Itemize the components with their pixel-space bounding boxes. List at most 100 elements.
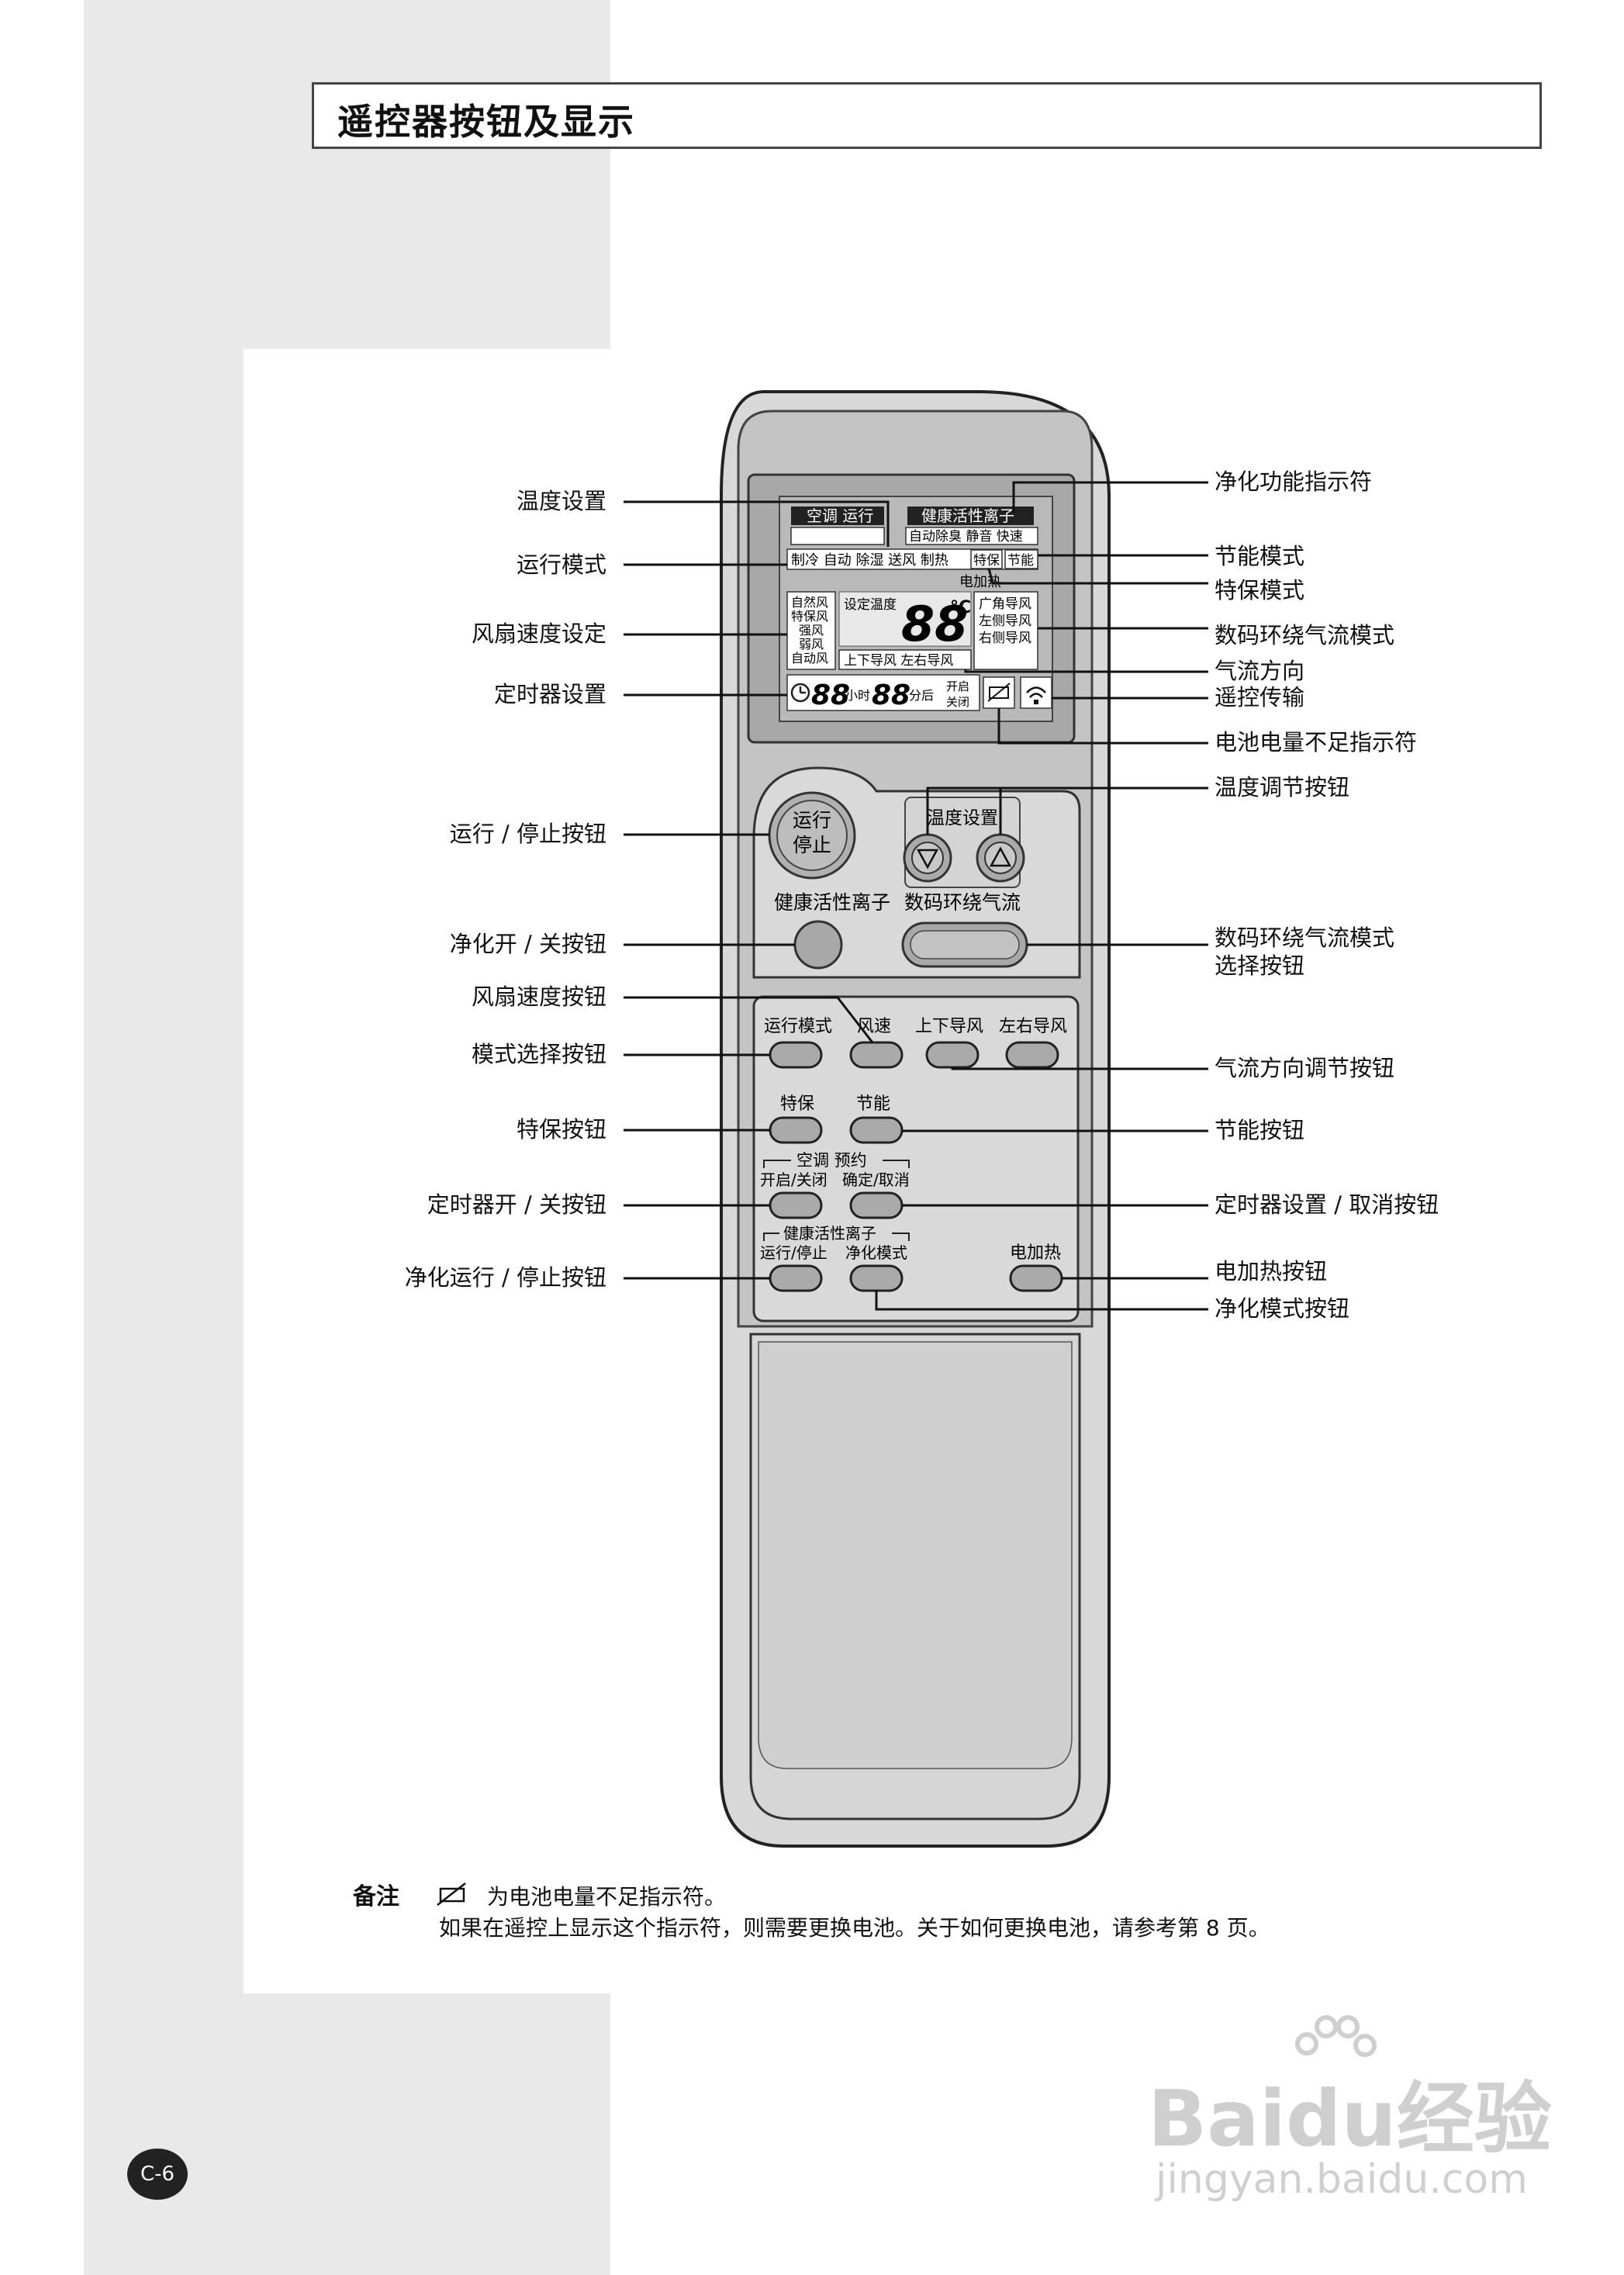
- updown-button[interactable]: [925, 1041, 980, 1069]
- fan-label: 风速: [857, 1017, 891, 1036]
- leader-lines: [624, 481, 1208, 1311]
- label-timer-set-cancel: 定时器设置 / 取消按钮: [1215, 1191, 1439, 1218]
- note-heading: 备注: [353, 1883, 399, 1910]
- lcd-fan-0: 自然风: [791, 595, 828, 610]
- run-stop-label: 运行/停止: [760, 1243, 828, 1262]
- triangle-down-icon: [916, 849, 939, 870]
- lcd-fan-2: 强风: [799, 623, 824, 638]
- page-gray-top: [244, 0, 610, 349]
- label-purify-indicator: 净化功能指示符: [1215, 468, 1373, 495]
- temp-set-label: 温度设置: [927, 808, 998, 828]
- health-ion-label: 健康活性离子: [774, 891, 890, 914]
- lcd-temp-digits: 88: [901, 596, 968, 652]
- lcd-eco: 节能: [1007, 553, 1034, 569]
- lcd-fan-3: 弱风: [799, 637, 824, 652]
- title-box: 遥控器按钮及显示: [312, 82, 1542, 149]
- lcd-fan-1: 特保风: [791, 609, 828, 624]
- lcd-hour: 小时: [845, 688, 870, 703]
- mode-button[interactable]: [769, 1041, 823, 1069]
- triangle-up-icon: [989, 846, 1012, 867]
- battery-low-icon: [437, 1883, 466, 1906]
- label-surround-select-1: 数码环绕气流模式: [1215, 925, 1395, 951]
- lcd-fan-4: 自动风: [791, 651, 828, 666]
- special-label: 特保: [780, 1094, 814, 1114]
- paw-icon: [1295, 2015, 1377, 2057]
- label-mode-button: 模式选择按钮: [471, 1041, 606, 1067]
- power-label-run: 运行: [793, 809, 831, 832]
- label-surround-mode: 数码环绕气流模式: [1215, 622, 1395, 648]
- lcd-health-ion: 健康活性离子: [921, 507, 1014, 525]
- signal-icon: [1026, 686, 1046, 693]
- purify-toggle-button[interactable]: [793, 920, 843, 970]
- label-eco-mode: 节能模式: [1215, 543, 1305, 569]
- confirm-cancel-label: 确定/取消: [842, 1170, 910, 1189]
- eco-label: 节能: [856, 1094, 890, 1114]
- label-airflow-direction: 气流方向: [1215, 658, 1305, 684]
- on-off-label: 开启/关闭: [760, 1170, 828, 1189]
- eco-button[interactable]: [849, 1116, 904, 1144]
- special-button[interactable]: [769, 1116, 823, 1144]
- lcd-surround-0: 广角导风: [979, 596, 1031, 612]
- digital-surround-label: 数码环绕气流: [904, 891, 1021, 914]
- lcd-timer-digits: 88: [811, 679, 850, 711]
- mode-label: 运行模式: [764, 1017, 832, 1036]
- label-battery-low: 电池电量不足指示符: [1215, 729, 1418, 755]
- page-gray-band: [84, 0, 244, 2275]
- leftright-button[interactable]: [1005, 1041, 1059, 1069]
- label-eco-button: 节能按钮: [1215, 1117, 1305, 1143]
- purify-mode-button[interactable]: [849, 1264, 904, 1292]
- heater-label: 电加热: [1010, 1243, 1061, 1263]
- lcd-modes: 制冷 自动 除湿 送风 制热: [791, 552, 948, 569]
- label-timer-set: 定时器设置: [493, 681, 606, 707]
- lcd-temp-unit: °C: [950, 598, 971, 617]
- label-power-button: 运行 / 停止按钮: [449, 821, 606, 847]
- leftright-label: 左右导风: [999, 1017, 1067, 1036]
- label-run-mode: 运行模式: [516, 551, 606, 578]
- lcd-ion-modes: 自动除臭 静音 快速: [909, 529, 1023, 545]
- lcd-min-after: 分后: [909, 688, 934, 703]
- label-fan-speed-set: 风扇速度设定: [471, 621, 606, 647]
- note-line-2: 如果在遥控上显示这个指示符，则需要更换电池。关于如何更换电池，请参考第 8 页。: [439, 1915, 1270, 1941]
- lcd-min-digits: 88: [872, 679, 910, 711]
- lcd-set-temp: 设定温度: [844, 597, 897, 613]
- label-special-button: 特保按钮: [516, 1116, 606, 1143]
- page-title: 遥控器按钮及显示: [337, 101, 635, 143]
- lcd-off: 关闭: [946, 695, 969, 709]
- label-purify-toggle: 净化开 / 关按钮: [449, 931, 606, 957]
- label-temp-adjust-button: 温度调节按钮: [1215, 774, 1350, 800]
- heater-button[interactable]: [1009, 1264, 1063, 1292]
- label-temp-set: 温度设置: [516, 488, 606, 514]
- watermark-url: jingyan.baidu.com: [1156, 2156, 1528, 2203]
- timer-on-off-button[interactable]: [769, 1191, 823, 1219]
- power-label-stop: 停止: [793, 834, 831, 856]
- lcd-special: 特保: [973, 553, 1000, 569]
- lower-button-panel[interactable]: [752, 995, 1080, 1322]
- label-special-mode: 特保模式: [1215, 577, 1305, 603]
- label-purify-mode-button: 净化模式按钮: [1215, 1295, 1350, 1322]
- lcd-surround-1: 左侧导风: [979, 614, 1031, 629]
- fan-button[interactable]: [849, 1041, 904, 1069]
- label-remote-transmit: 遥控传输: [1215, 684, 1305, 711]
- page-number: C-6: [127, 2149, 188, 2200]
- purify-run-stop-button[interactable]: [769, 1264, 823, 1292]
- timer-set-cancel-button[interactable]: [849, 1191, 904, 1219]
- ac-reserve-label: 空调 预约: [796, 1151, 867, 1170]
- label-surround-select-2: 选择按钮: [1215, 953, 1305, 979]
- label-purify-run-stop: 净化运行 / 停止按钮: [404, 1264, 606, 1291]
- lcd-ac-run: 空调 运行: [807, 507, 873, 525]
- lcd-surround-2: 右侧导风: [979, 631, 1031, 646]
- note-line-1: 为电池电量不足指示符。: [487, 1884, 727, 1910]
- updown-label: 上下导风: [915, 1017, 983, 1036]
- battery-low-icon: [989, 686, 1009, 699]
- label-heater-button: 电加热按钮: [1215, 1258, 1328, 1284]
- watermark-brand: Baidu经验: [1148, 2073, 1552, 2164]
- label-timer-on-off: 定时器开 / 关按钮: [427, 1191, 606, 1218]
- health-ion2-label: 健康活性离子: [783, 1224, 876, 1243]
- lcd-on: 开启: [946, 679, 969, 693]
- page-gray-bottom: [244, 1993, 610, 2275]
- label-airflow-adjust-button: 气流方向调节按钮: [1215, 1055, 1395, 1081]
- label-fan-button: 风扇速度按钮: [471, 984, 606, 1010]
- purify-mode-label: 净化模式: [845, 1243, 907, 1262]
- lcd-airflow: 上下导风 左右导风: [844, 653, 953, 669]
